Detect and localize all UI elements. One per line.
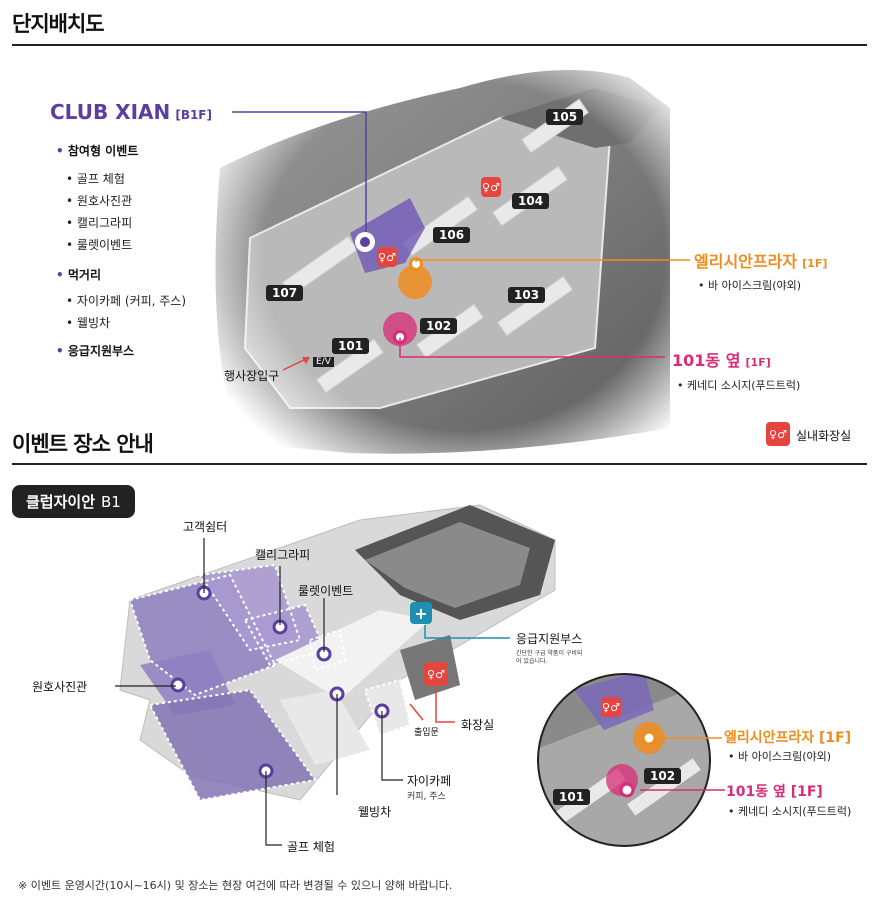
footnote: ※ 이벤트 운영시간(10시~16시) 및 장소는 현장 여건에 따라 변경될 … xyxy=(18,879,453,892)
restroom-legend-label: 실내화장실 xyxy=(796,429,852,443)
club-xian-marker xyxy=(355,232,375,252)
label-golf: 골프 체험 xyxy=(287,840,335,854)
label-first-aid-note: 간단한 구급 약품이 구비되어 있습니다. xyxy=(516,650,583,665)
label-photo: 원호사진관 xyxy=(32,680,88,694)
plaza-name: 엘리시안프라자 xyxy=(694,252,798,271)
dong101-heading: 101동 옆 [1F] xyxy=(672,347,771,371)
building-label-104: 104 xyxy=(512,193,550,209)
list-item: 룰렛이벤트 xyxy=(66,234,186,256)
floor-plan xyxy=(119,504,556,802)
dong101-name: 101동 옆 xyxy=(672,351,741,370)
inset-building-label: 102 xyxy=(644,768,682,784)
restroom-icon: ♀♂ xyxy=(377,247,397,267)
label-tea: 웰빙차 xyxy=(358,805,392,819)
inset-building-label: 101 xyxy=(553,789,591,805)
list-item: 캘리그라피 xyxy=(66,212,186,234)
building-label-101: 101 xyxy=(332,338,370,354)
site-plan-title: 단지배치도 xyxy=(12,12,105,36)
inset-plaza-name: 엘리시안프라자 [1F] xyxy=(724,730,852,746)
inset-plaza-item: 바 아이스크림(야외) xyxy=(728,748,831,764)
building-label-103: 103 xyxy=(508,287,546,303)
callout-lines xyxy=(232,111,690,371)
label-first-aid: 응급지원부스 xyxy=(516,632,583,646)
club-xian-floor: [B1F] xyxy=(175,108,212,122)
list-item: 골프 체험 xyxy=(66,168,186,190)
label-cafe-sub: 커피, 주스 xyxy=(407,792,446,802)
club-xian-name: CLUB XIAN xyxy=(50,100,171,124)
building-label-107: 107 xyxy=(266,285,304,301)
restroom-icon: ♀♂ xyxy=(601,697,621,717)
label-restroom: 화장실 xyxy=(461,718,495,732)
list-item: 웰빙차 xyxy=(66,312,186,334)
restroom-icon: ♀♂ xyxy=(481,177,501,197)
label-roulette: 룰렛이벤트 xyxy=(298,584,354,598)
inset-dong-item: 케네디 소시지(푸드트럭) xyxy=(728,803,851,819)
floor-callout-lines xyxy=(115,538,510,846)
plaza-floor: [1F] xyxy=(802,257,828,270)
title-divider xyxy=(12,44,867,46)
restroom-icon: ♀♂ xyxy=(424,662,448,686)
inset-callout-lines xyxy=(640,737,725,791)
floor-badge-name: 클럽자이안 xyxy=(26,493,96,511)
ev-label: E/V xyxy=(313,357,334,367)
building-label-106: 106 xyxy=(433,227,471,243)
label-calligraphy: 캘리그라피 xyxy=(255,548,311,562)
inset-map xyxy=(537,673,711,847)
inset-dong-name: 101동 옆 [1F] xyxy=(726,784,823,800)
building-label-105: 105 xyxy=(546,109,584,125)
venue-title: 이벤트 장소 안내 xyxy=(12,432,154,456)
club-xian-list: 참여형 이벤트 골프 체험 원호사진관 캘리그라피 룰렛이벤트 먹거리 자이카페… xyxy=(56,140,186,362)
category-food: 먹거리 xyxy=(56,264,186,286)
plaza-item: 바 아이스크림(야외) xyxy=(698,277,801,293)
label-lounge: 고객쉼터 xyxy=(183,520,228,534)
restroom-icon: ♀♂ xyxy=(766,422,790,446)
category-participation: 참여형 이벤트 xyxy=(56,140,186,162)
entrance-label: 행사장입구 xyxy=(224,369,280,383)
dong101-floor: [1F] xyxy=(745,356,771,369)
floor-badge-level: B1 xyxy=(101,493,121,511)
floor-badge: 클럽자이안 B1 xyxy=(12,485,135,518)
list-item: 자이카페 (커피, 주스) xyxy=(66,290,186,312)
venue-divider xyxy=(12,463,867,465)
category-first-aid: 응급지원부스 xyxy=(56,340,186,362)
club-xian-heading: CLUB XIAN [B1F] xyxy=(50,100,212,124)
list-item: 원호사진관 xyxy=(66,190,186,212)
first-aid-icon: + xyxy=(410,602,432,624)
label-cafe: 자이카페 xyxy=(407,774,452,788)
dong101-item: 케네디 소시지(푸드트럭) xyxy=(677,377,800,393)
label-entrance: 출입문 xyxy=(414,728,439,738)
building-label-102: 102 xyxy=(420,318,458,334)
plaza-heading: 엘리시안프라자 [1F] xyxy=(694,248,827,272)
